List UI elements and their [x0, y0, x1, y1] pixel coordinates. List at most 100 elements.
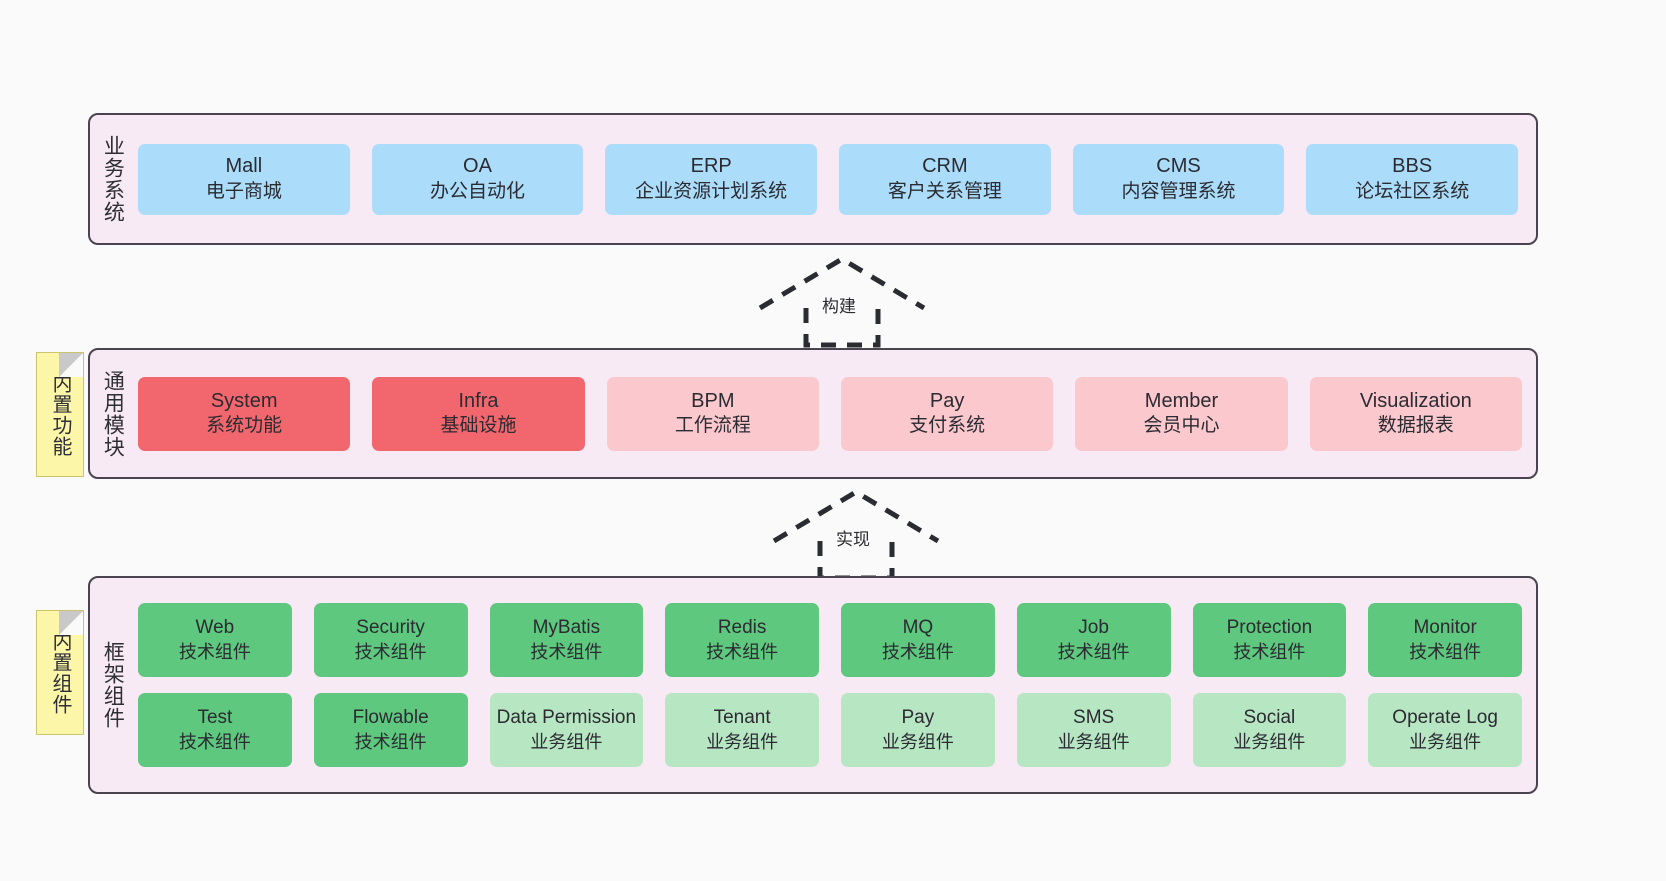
node-title: Pay: [929, 389, 965, 412]
node-title: Security: [356, 617, 425, 639]
layer-body-framework: Web 技术组件 Security 技术组件 MyBatis 技术组件 Redi…: [134, 578, 1536, 792]
row-business-1: Mall 电子商城 OA 办公自动化 ERP 企业资源计划系统 CRM 客户关系…: [138, 143, 1519, 215]
note-builtin-features: 内置功能: [36, 352, 84, 477]
node-mybatis[interactable]: MyBatis 技术组件: [489, 603, 644, 677]
node-desc: 支付系统: [909, 415, 986, 437]
layer-title-framework: 框架组件: [101, 641, 125, 729]
node-title: MQ: [902, 617, 934, 639]
node-desc: 电子商城: [205, 180, 282, 202]
node-oa[interactable]: OA 办公自动化: [371, 143, 584, 215]
node-desc: 技术组件: [1057, 641, 1130, 662]
node-title: Infra: [458, 389, 499, 412]
layer-common-modules: 通用模块 System 系统功能 Infra 基础设施 BPM 工作流程 Pay…: [88, 348, 1538, 479]
node-visualization[interactable]: Visualization 数据报表: [1309, 376, 1522, 451]
row-framework-tech: Web 技术组件 Security 技术组件 MyBatis 技术组件 Redi…: [138, 603, 1522, 677]
node-mq[interactable]: MQ 技术组件: [841, 603, 995, 677]
node-title: Flowable: [352, 707, 429, 729]
node-title: BBS: [1392, 155, 1433, 178]
node-desc: 业务组件: [1233, 731, 1306, 752]
node-pay-component[interactable]: Pay 业务组件: [841, 693, 995, 767]
node-title: CMS: [1156, 155, 1201, 178]
node-desc: 技术组件: [881, 641, 954, 662]
node-desc: 技术组件: [178, 731, 251, 752]
node-web[interactable]: Web 技术组件: [138, 603, 292, 677]
node-title: Mall: [225, 155, 263, 178]
node-title: Data Permission: [496, 707, 637, 729]
node-title: Monitor: [1413, 617, 1477, 639]
node-desc: 工作流程: [674, 415, 751, 437]
node-data-permission[interactable]: Data Permission 业务组件: [489, 693, 644, 767]
node-title: System: [210, 389, 278, 412]
node-security[interactable]: Security 技术组件: [313, 603, 468, 677]
arrow-implement: 实现: [771, 489, 941, 581]
node-title: Member: [1144, 389, 1219, 412]
row-module-1: System 系统功能 Infra 基础设施 BPM 工作流程 Pay 支付系统…: [138, 376, 1522, 451]
node-member[interactable]: Member 会员中心: [1075, 376, 1288, 451]
note-text: 内置组件: [49, 630, 71, 715]
node-title: SMS: [1073, 707, 1115, 729]
node-protection[interactable]: Protection 技术组件: [1192, 603, 1347, 677]
node-desc: 会员中心: [1143, 415, 1220, 437]
node-erp[interactable]: ERP 企业资源计划系统: [605, 143, 818, 215]
layer-title-business: 业务系统: [101, 135, 125, 223]
node-flowable[interactable]: Flowable 技术组件: [313, 693, 468, 767]
node-mall[interactable]: Mall 电子商城: [138, 143, 350, 215]
node-desc: 业务组件: [706, 731, 779, 752]
layer-body-business: Mall 电子商城 OA 办公自动化 ERP 企业资源计划系统 CRM 客户关系…: [134, 115, 1536, 243]
node-crm[interactable]: CRM 客户关系管理: [839, 143, 1051, 215]
node-pay-module[interactable]: Pay 支付系统: [840, 376, 1054, 451]
node-redis[interactable]: Redis 技术组件: [665, 603, 819, 677]
node-desc: 技术组件: [354, 641, 427, 662]
node-desc: 技术组件: [530, 641, 603, 662]
node-desc: 内容管理系统: [1121, 180, 1236, 202]
node-system[interactable]: System 系统功能: [138, 376, 351, 451]
node-title: CRM: [922, 155, 968, 178]
arrow-build: 构建: [757, 256, 927, 348]
node-infra[interactable]: Infra 基础设施: [372, 376, 585, 451]
node-title: Web: [195, 617, 235, 639]
layer-title-module: 通用模块: [101, 369, 125, 458]
node-title: BPM: [691, 389, 735, 412]
node-desc: 技术组件: [1409, 641, 1482, 662]
node-title: Visualization: [1359, 389, 1472, 412]
node-desc: 数据报表: [1377, 415, 1454, 437]
node-desc: 业务组件: [1057, 731, 1130, 752]
node-desc: 技术组件: [178, 641, 251, 662]
node-bpm[interactable]: BPM 工作流程: [606, 376, 819, 451]
layer-business-systems: 业务系统 Mall 电子商城 OA 办公自动化 ERP 企业资源计划系统 CRM…: [88, 113, 1538, 245]
node-desc: 客户关系管理: [887, 180, 1002, 202]
node-social[interactable]: Social 业务组件: [1192, 693, 1347, 767]
node-desc: 基础设施: [440, 415, 517, 437]
node-title: Pay: [901, 707, 935, 729]
node-sms[interactable]: SMS 业务组件: [1016, 693, 1171, 767]
node-title: ERP: [690, 155, 732, 178]
node-monitor[interactable]: Monitor 技术组件: [1368, 603, 1522, 677]
node-tenant[interactable]: Tenant 业务组件: [665, 693, 819, 767]
node-bbs[interactable]: BBS 论坛社区系统: [1306, 143, 1519, 215]
node-test[interactable]: Test 技术组件: [138, 693, 292, 767]
node-desc: 业务组件: [1409, 731, 1482, 752]
node-title: Tenant: [713, 707, 771, 729]
node-desc: 业务组件: [530, 731, 603, 752]
layer-body-module: System 系统功能 Infra 基础设施 BPM 工作流程 Pay 支付系统…: [134, 350, 1536, 477]
generalization-triangle-icon: [772, 489, 940, 544]
node-desc: 业务组件: [881, 731, 954, 752]
node-cms[interactable]: CMS 内容管理系统: [1072, 143, 1285, 215]
note-text: 内置功能: [49, 372, 71, 457]
node-desc: 技术组件: [706, 641, 779, 662]
node-desc: 技术组件: [354, 731, 427, 752]
arrow-label-implement: 实现: [834, 525, 872, 550]
node-title: Social: [1243, 707, 1296, 729]
layer-framework-components: 框架组件 Web 技术组件 Security 技术组件 MyBatis 技术组件…: [88, 576, 1538, 794]
node-title: MyBatis: [532, 617, 601, 639]
node-job[interactable]: Job 技术组件: [1016, 603, 1171, 677]
node-title: Operate Log: [1392, 707, 1498, 729]
node-title: Protection: [1226, 617, 1313, 639]
node-operate-log[interactable]: Operate Log 业务组件: [1368, 693, 1522, 767]
node-desc: 论坛社区系统: [1355, 180, 1470, 202]
node-desc: 办公自动化: [430, 180, 526, 202]
node-desc: 企业资源计划系统: [635, 180, 788, 202]
node-title: OA: [463, 155, 492, 178]
arrow-label-build: 构建: [820, 292, 858, 317]
